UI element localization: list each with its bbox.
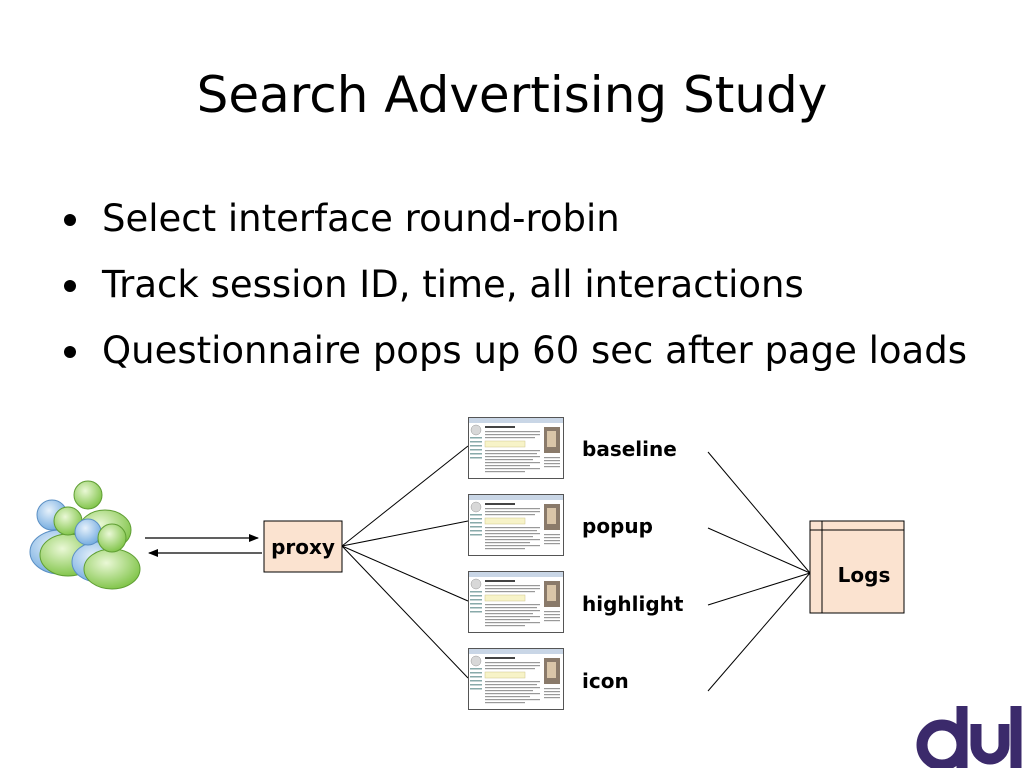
connector-line bbox=[341, 520, 469, 547]
bullet-item: Select interface round-robin bbox=[60, 186, 967, 252]
logs-box bbox=[809, 520, 905, 614]
bullet-item: Questionnaire pops up 60 sec after page … bbox=[60, 318, 967, 384]
variant-label-baseline: baseline bbox=[582, 437, 677, 461]
connector-line bbox=[707, 527, 811, 574]
bullet-dot-icon bbox=[64, 280, 76, 292]
proxy-label: proxy bbox=[271, 535, 335, 559]
variant-label-popup: popup bbox=[582, 514, 653, 538]
bullet-list: Select interface round-robin Track sessi… bbox=[60, 186, 967, 384]
connector-line bbox=[707, 572, 811, 692]
dub-logo bbox=[916, 706, 1022, 768]
logs-label: Logs bbox=[838, 563, 891, 587]
browser-screenshot-icon bbox=[468, 571, 564, 633]
variant-label-highlight: highlight bbox=[582, 592, 684, 616]
browser-screenshot-icon bbox=[468, 417, 564, 479]
bullet-dot-icon bbox=[64, 214, 76, 226]
connector-line bbox=[707, 451, 811, 574]
browser-screenshot-icon bbox=[468, 648, 564, 710]
users-icon bbox=[29, 480, 141, 590]
connector-line bbox=[707, 572, 811, 606]
bullet-item: Track session ID, time, all interactions bbox=[60, 252, 967, 318]
proxy-box bbox=[263, 520, 343, 573]
connector-line bbox=[341, 545, 469, 679]
bullet-text: Select interface round-robin bbox=[102, 197, 620, 240]
bullet-dot-icon bbox=[64, 346, 76, 358]
slide-title: Search Advertising Study bbox=[196, 66, 828, 124]
variant-label-icon: icon bbox=[582, 669, 629, 693]
connector-line bbox=[341, 545, 469, 602]
bullet-text: Track session ID, time, all interactions bbox=[102, 263, 804, 306]
browser-screenshot-icon bbox=[468, 494, 564, 556]
bullet-text: Questionnaire pops up 60 sec after page … bbox=[102, 329, 967, 372]
connector-line bbox=[341, 445, 469, 547]
